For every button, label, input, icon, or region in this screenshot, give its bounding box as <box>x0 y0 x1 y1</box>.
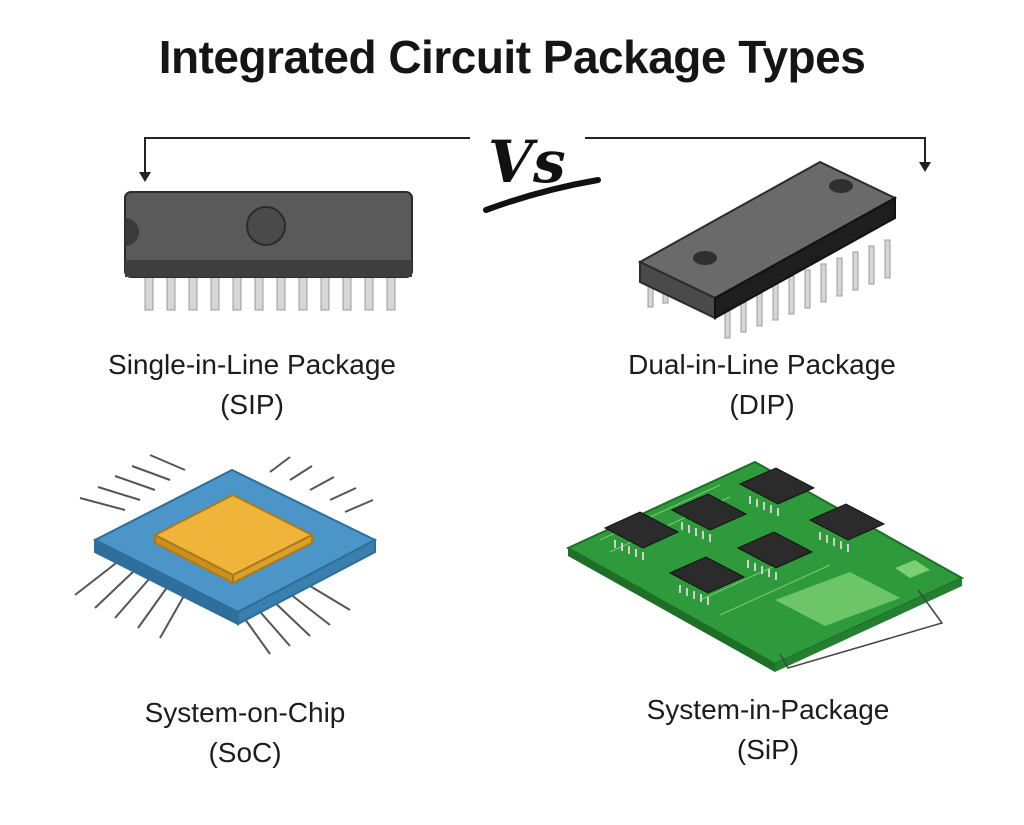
vs-underline <box>483 177 601 213</box>
package-name: System-in-Package <box>646 694 890 725</box>
sip-board-icon <box>565 460 965 672</box>
package-abbr: (DIP) <box>729 389 795 420</box>
soc-chip-icon <box>74 454 378 655</box>
package-abbr: (SIP) <box>220 389 284 420</box>
page-title: Integrated Circuit Package Types <box>158 31 866 83</box>
dip-label: Dual-in-Line Package (DIP) <box>552 345 972 425</box>
arrow-head-right <box>919 162 931 172</box>
arrow-head-left <box>139 172 151 182</box>
package-name: Dual-in-Line Package <box>628 349 896 380</box>
dip-chip-icon <box>637 160 898 339</box>
vs-text: Vs <box>488 128 566 196</box>
sip-chip-icon <box>124 191 413 311</box>
package-name: System-on-Chip <box>144 697 346 728</box>
soc-label: System-on-Chip (SoC) <box>35 693 455 773</box>
sip-board-label: System-in-Package (SiP) <box>558 690 978 770</box>
package-name: Single-in-Line Package <box>108 349 396 380</box>
connector-lines <box>144 137 926 180</box>
package-abbr: (SoC) <box>208 737 282 768</box>
sip-label: Single-in-Line Package (SIP) <box>42 345 462 425</box>
package-abbr: (SiP) <box>736 734 800 765</box>
